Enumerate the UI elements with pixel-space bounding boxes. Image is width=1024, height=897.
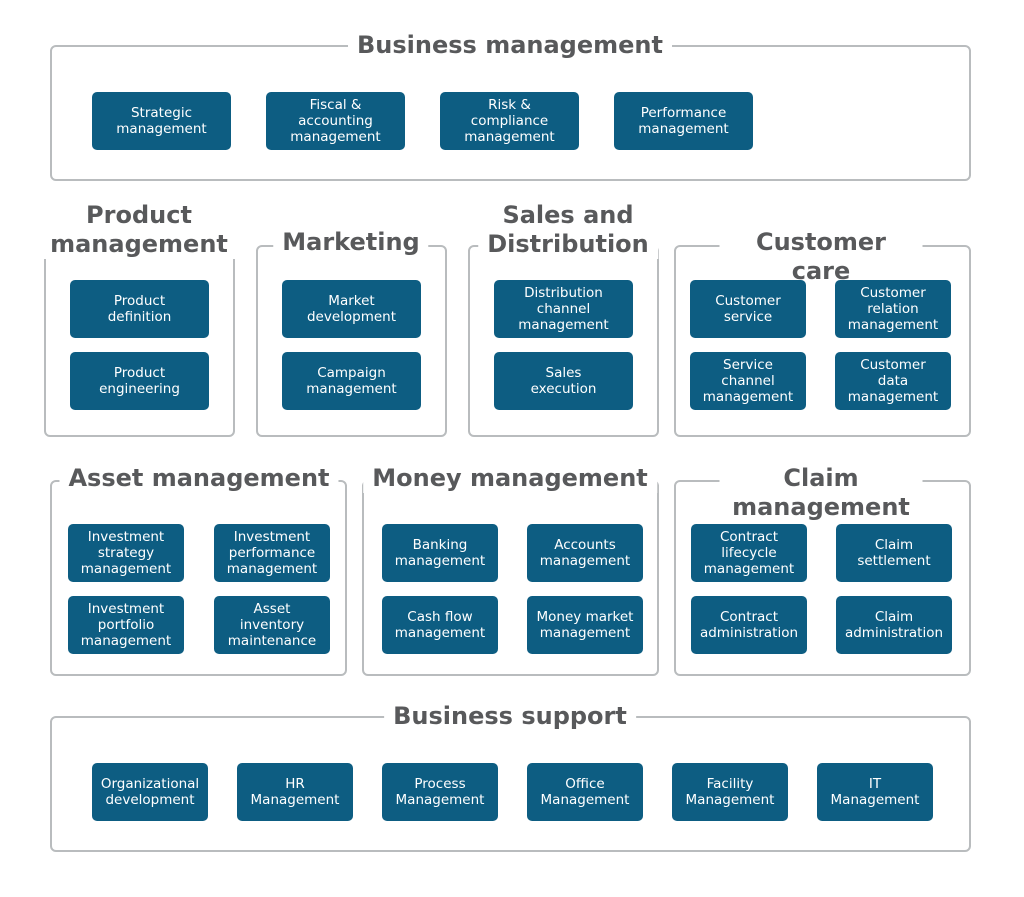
tile-contract-administration: Contract administration: [691, 596, 807, 654]
tile-strategic-management: Strategic management: [92, 92, 231, 150]
tile-investment-performance-management: Investment performance management: [214, 524, 330, 582]
group-title-marketing: Marketing: [273, 228, 429, 257]
tile-risk-compliance-management: Risk & compliance management: [440, 92, 579, 150]
tile-hr-management: HR Management: [237, 763, 353, 821]
group-title-business-management: Business management: [348, 31, 672, 60]
tile-it-management: IT Management: [817, 763, 933, 821]
group-title-money-management: Money management: [363, 464, 657, 493]
tile-money-market-management: Money market management: [527, 596, 643, 654]
group-title-claim-management: Claim management: [719, 464, 923, 522]
tile-sales-execution: Sales execution: [494, 352, 633, 410]
tile-asset-inventory-maintenance: Asset inventory maintenance: [214, 596, 330, 654]
tile-performance-management: Performance management: [614, 92, 753, 150]
tile-service-channel-management: Service channel management: [690, 352, 806, 410]
tile-cash-flow-management: Cash flow management: [382, 596, 498, 654]
group-title-business-support: Business support: [384, 702, 636, 731]
tile-investment-portfolio-management: Investment portfolio management: [68, 596, 184, 654]
tile-claim-administration: Claim administration: [836, 596, 952, 654]
tile-facility-management: Facility Management: [672, 763, 788, 821]
tile-investment-strategy-management: Investment strategy management: [68, 524, 184, 582]
tile-accounts-management: Accounts management: [527, 524, 643, 582]
tile-product-definition: Product definition: [70, 280, 209, 338]
tile-campaign-management: Campaign management: [282, 352, 421, 410]
tile-office-management: Office Management: [527, 763, 643, 821]
tile-market-development: Market development: [282, 280, 421, 338]
group-title-asset-management: Asset management: [59, 464, 339, 493]
tile-product-engineering: Product engineering: [70, 352, 209, 410]
group-title-customer-care: Customer care: [719, 228, 923, 286]
tile-fiscal-accounting-management: Fiscal & accounting management: [266, 92, 405, 150]
tile-contract-lifecycle-management: Contract lifecycle management: [691, 524, 807, 582]
tile-organizational-development: Organizational development: [92, 763, 208, 821]
tile-customer-service: Customer service: [690, 280, 806, 338]
tile-customer-relation-management: Customer relation management: [835, 280, 951, 338]
tile-claim-settlement: Claim settlement: [836, 524, 952, 582]
tile-process-management: Process Management: [382, 763, 498, 821]
group-title-product-management: Product management: [41, 201, 237, 259]
tile-customer-data-management: Customer data management: [835, 352, 951, 410]
tile-banking-management: Banking management: [382, 524, 498, 582]
tile-distribution-channel-management: Distribution channel management: [494, 280, 633, 338]
group-title-sales-distribution: Sales and Distribution: [478, 201, 658, 259]
